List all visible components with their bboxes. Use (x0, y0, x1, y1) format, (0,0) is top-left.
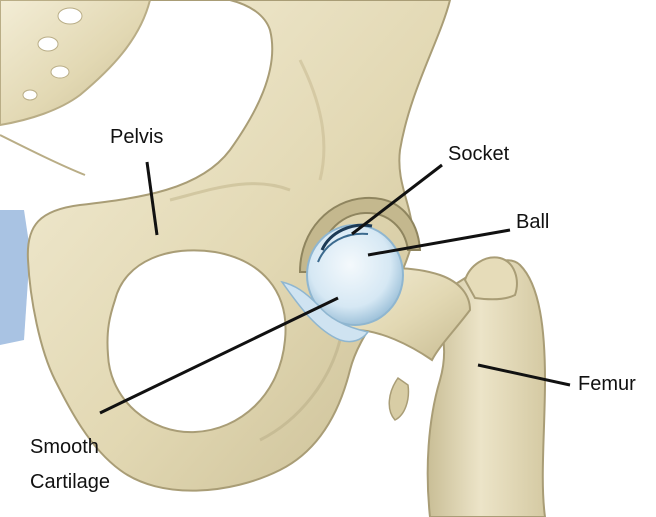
label-ball: Ball (516, 211, 549, 233)
label-socket: Socket (448, 143, 510, 165)
label-cartilage-line2: Cartilage (30, 471, 110, 493)
label-cartilage-line1: Smooth (30, 436, 99, 458)
label-pelvis: Pelvis (110, 126, 163, 148)
label-femur: Femur (578, 373, 636, 395)
